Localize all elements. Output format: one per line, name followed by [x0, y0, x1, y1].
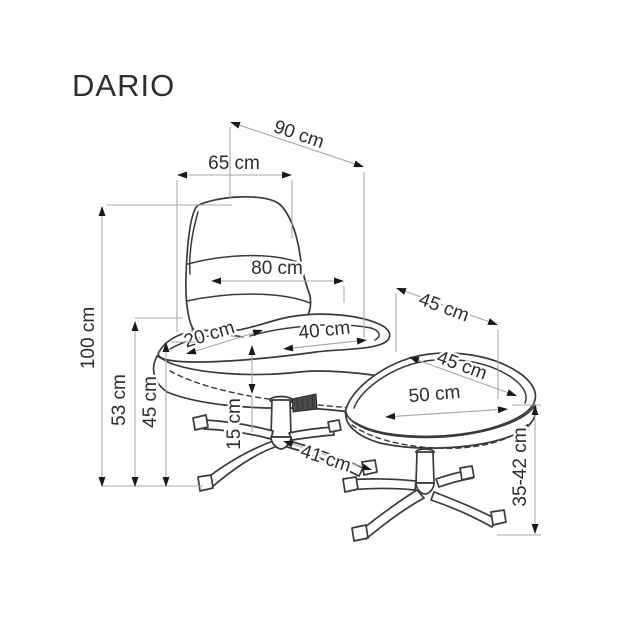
dimension-armrest-height: 53 cm — [107, 317, 183, 487]
product-title: DARIO — [72, 68, 175, 103]
armchair-star-base — [192, 414, 378, 492]
footstool-star-base — [342, 465, 507, 542]
armchair-armrest — [157, 313, 391, 363]
dimension-base-height: 15 cm — [222, 345, 256, 452]
label-footstool-height: 35-42 cm — [510, 427, 531, 506]
dimension-armchair-height: 100 cm — [76, 204, 232, 487]
label-base-height: 15 cm — [224, 398, 245, 450]
label-armchair-height: 100 cm — [78, 307, 99, 369]
dimension-seat-height: 45 cm — [138, 341, 195, 487]
armchair-pedestal — [270, 399, 292, 438]
label-base-span: 41 cm — [298, 441, 354, 477]
label-seat-width: 40 cm — [298, 317, 352, 343]
dimension-seat-width: 40 cm — [283, 315, 367, 352]
label-armchair-width: 65 cm — [208, 153, 260, 174]
footstool-pedestal — [415, 451, 435, 484]
label-seat-height: 45 cm — [140, 376, 161, 428]
dimension-backrest-width: 80 cm — [211, 256, 345, 303]
dimension-armchair-width: 65 cm — [176, 151, 293, 332]
dimension-footstool-height: 35-42 cm — [497, 404, 541, 536]
label-backrest-width: 80 cm — [251, 258, 303, 279]
label-footstool-depth: 45 cm — [416, 289, 472, 326]
footstool-drawing — [342, 352, 537, 542]
label-armchair-depth: 90 cm — [271, 116, 327, 153]
label-footstool-top-width: 50 cm — [408, 382, 461, 407]
label-armrest-height: 53 cm — [109, 374, 130, 426]
